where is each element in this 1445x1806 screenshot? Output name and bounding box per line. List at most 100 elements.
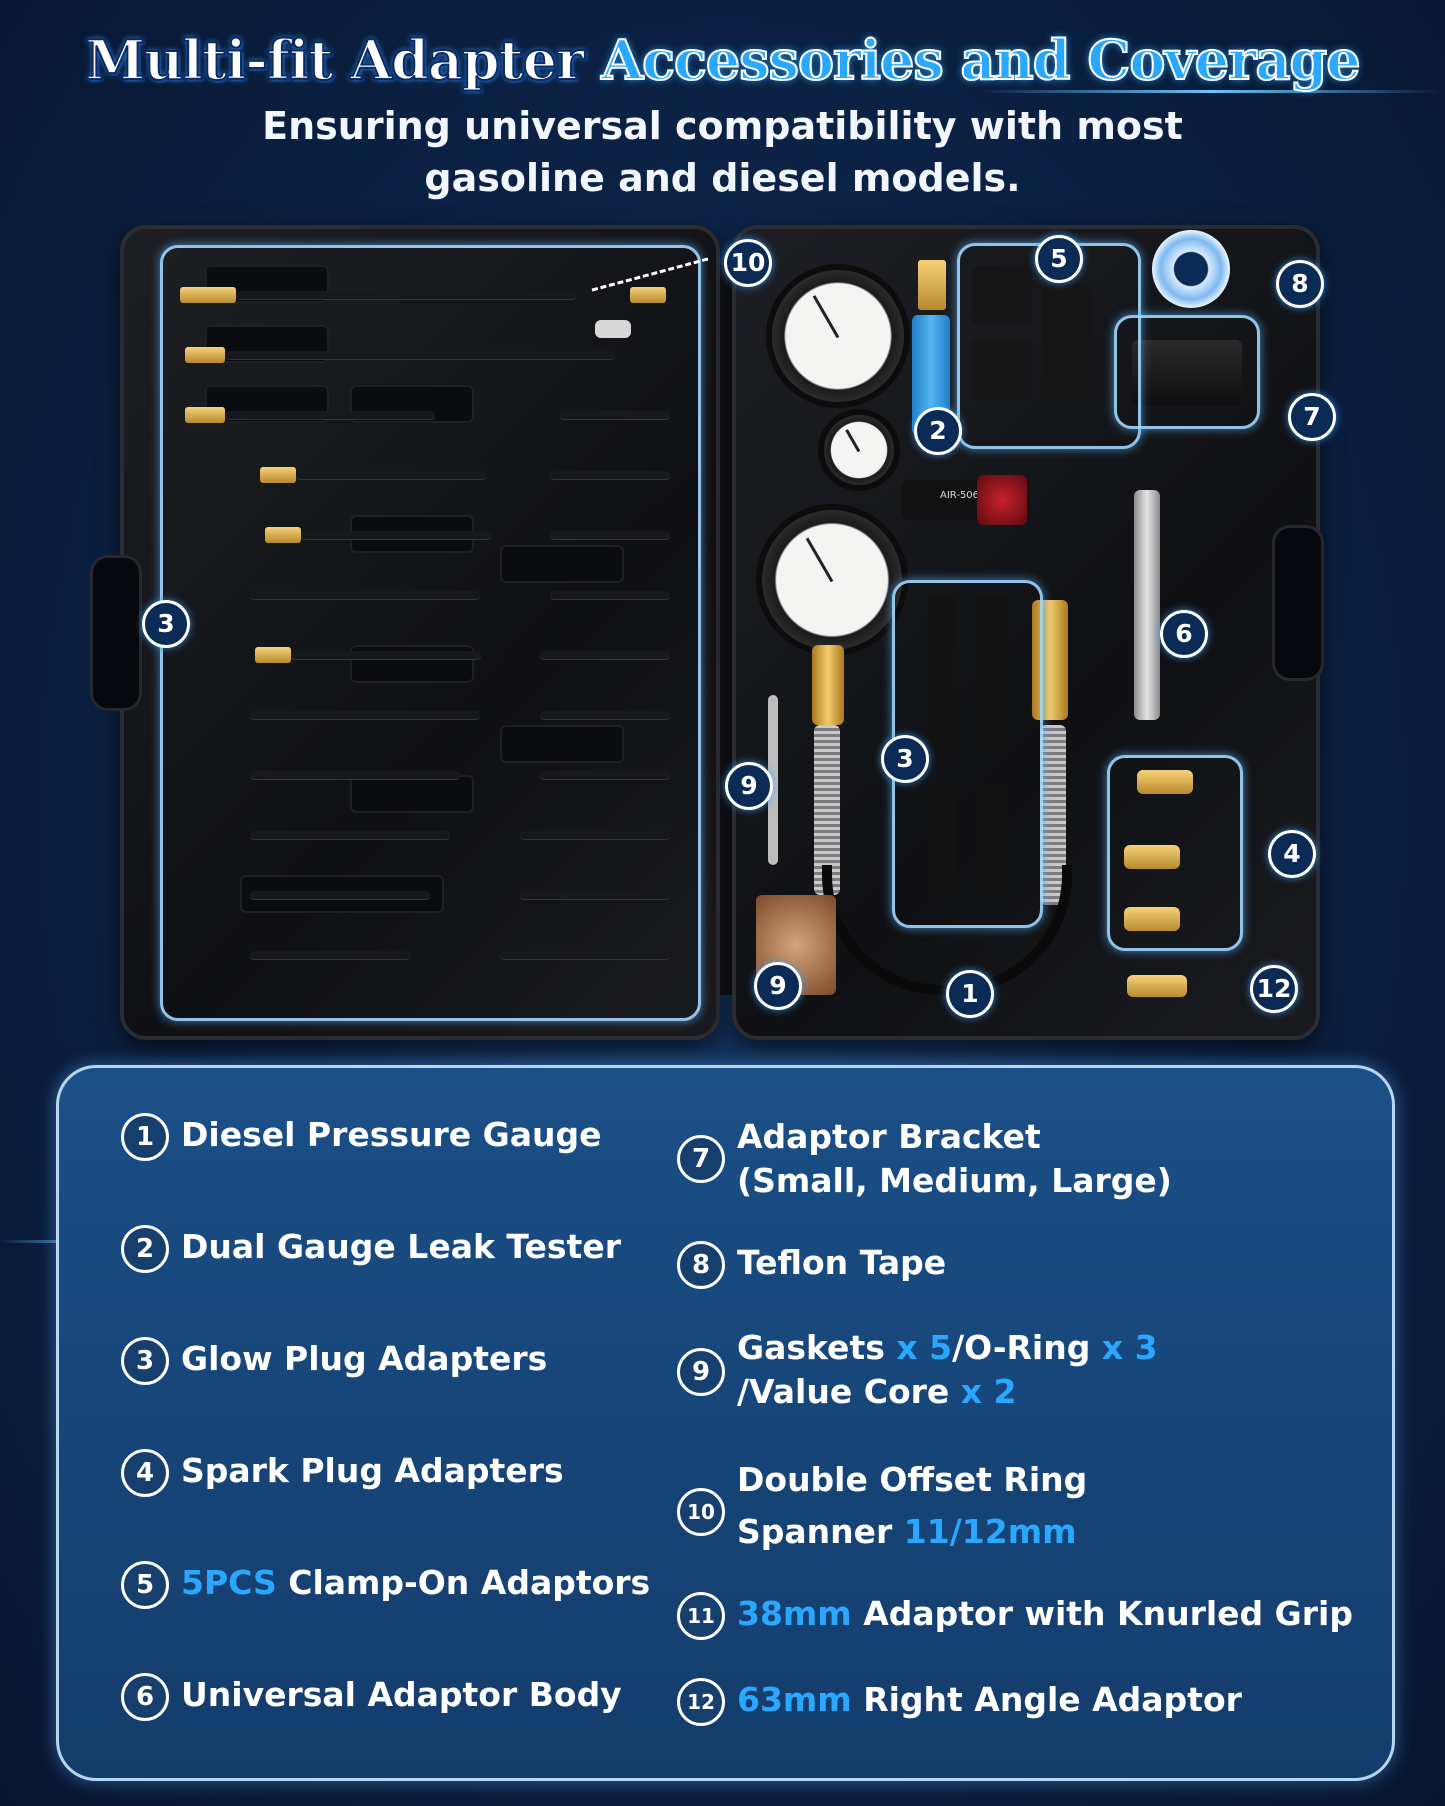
brass-connector xyxy=(1032,600,1068,720)
glow-plug-adapter xyxy=(927,785,957,895)
pressure-gauge-small xyxy=(824,415,894,485)
item-line-1: Adaptor Bracket xyxy=(737,1117,1041,1156)
callout-badge: 9 xyxy=(754,962,802,1010)
callout-badge: 3 xyxy=(142,600,190,648)
compression-gauge xyxy=(762,510,902,650)
case-left-half xyxy=(120,225,720,1040)
brass-fitting xyxy=(255,647,291,663)
item-text: Right Angle Adaptor xyxy=(851,1680,1242,1719)
brass-fitting xyxy=(185,347,225,363)
item-label: 5PCS Clamp-On Adaptors xyxy=(181,1561,650,1605)
item-label: Spark Plug Adapters xyxy=(181,1451,564,1490)
item-label: Dual Gauge Leak Tester xyxy=(181,1227,621,1266)
extension-rod xyxy=(550,591,670,599)
callout-badge: 6 xyxy=(1160,610,1208,658)
spark-plug-adapter xyxy=(1137,770,1193,794)
highlight-frame-glow-plug-rods xyxy=(160,245,701,1021)
title-part-1: Multi-fit Adapter xyxy=(84,27,585,93)
item-highlight: 11/12mm xyxy=(903,1512,1077,1551)
item-number: 6 xyxy=(121,1673,169,1721)
subtitle: Ensuring universal compatibility with mo… xyxy=(0,100,1445,204)
accessories-list-panel: 1 Diesel Pressure Gauge 2 Dual Gauge Lea… xyxy=(56,1065,1395,1781)
callout-badge: 1 xyxy=(946,970,994,1018)
callout-badge: 3 xyxy=(881,735,929,783)
brass-fitting xyxy=(265,527,301,543)
callout-badge: 7 xyxy=(1288,393,1336,441)
item-highlight: x 2 xyxy=(960,1372,1017,1411)
extension-rod xyxy=(250,951,410,959)
extension-rod xyxy=(540,651,670,659)
brass-fitting xyxy=(260,467,296,483)
item-highlight: 5PCS xyxy=(181,1563,277,1602)
regulator-label: AIR-5060 xyxy=(940,490,986,501)
pressure-gauge-large xyxy=(772,270,904,402)
callout-badge: 4 xyxy=(1268,830,1316,878)
clamp-on-adaptor xyxy=(1042,285,1092,395)
adaptor-brackets xyxy=(1132,340,1242,405)
brass-coupler xyxy=(918,260,946,310)
item-number: 4 xyxy=(121,1449,169,1497)
extension-rod xyxy=(296,471,486,479)
glow-plug-adapter xyxy=(977,595,1007,745)
extension-rod xyxy=(301,531,491,539)
item-text: Gaskets xyxy=(737,1328,897,1367)
extension-rod xyxy=(560,411,670,419)
product-case-illustration: AIR-5060 10 5 8 2 7 3 6 xyxy=(90,225,1336,1040)
item-label: Gaskets x 5/O-Ring x 3 /Value Core x 2 xyxy=(737,1326,1158,1414)
item-label: Teflon Tape xyxy=(737,1243,947,1282)
item-number: 7 xyxy=(677,1135,725,1183)
extension-rod xyxy=(520,831,670,839)
brass-fitting xyxy=(185,407,225,423)
right-angle-adaptor xyxy=(1127,975,1187,997)
slot xyxy=(500,545,624,583)
item-line-1: Gaskets x 5/O-Ring x 3 xyxy=(737,1326,1158,1370)
callout-badge: 5 xyxy=(1035,235,1083,283)
item-line-1: Double Offset Ring xyxy=(737,1460,1088,1499)
extension-rod xyxy=(225,411,435,419)
ring-spanner xyxy=(768,695,778,865)
clamp-on-adaptor xyxy=(972,265,1032,325)
extension-rod xyxy=(236,291,576,299)
item-number: 10 xyxy=(677,1488,725,1536)
item-highlight: 63mm xyxy=(737,1680,852,1719)
extension-rod xyxy=(250,891,430,899)
item-text: Adaptor with Knurled Grip xyxy=(851,1594,1353,1633)
item-label: Diesel Pressure Gauge xyxy=(181,1115,602,1154)
item-highlight: x 5 xyxy=(896,1328,953,1367)
extension-rod xyxy=(550,531,670,539)
item-highlight: x 3 xyxy=(1101,1328,1158,1367)
highlight-frame-spark-plugs xyxy=(1107,755,1243,951)
glow-plug-adapter xyxy=(927,595,957,755)
item-number: 11 xyxy=(677,1592,725,1640)
glow-plug-adapter xyxy=(977,785,1007,895)
item-line-2: (Small, Medium, Large) xyxy=(737,1161,1172,1200)
item-number: 12 xyxy=(677,1678,725,1726)
item-line-2: Spanner 11/12mm xyxy=(737,1510,1087,1554)
knurled-adaptor xyxy=(595,320,631,338)
slot xyxy=(500,725,624,763)
teflon-tape xyxy=(1152,230,1230,308)
page-title: Multi-fit Adapter Accessories and Covera… xyxy=(0,27,1445,93)
extension-rod xyxy=(250,831,450,839)
item-number: 9 xyxy=(677,1348,725,1396)
regulator-knob xyxy=(977,475,1027,525)
item-number: 3 xyxy=(121,1337,169,1385)
item-label: Glow Plug Adapters xyxy=(181,1339,548,1378)
extension-rod xyxy=(225,351,615,359)
callout-badge: 2 xyxy=(914,407,962,455)
extension-rod xyxy=(520,891,670,899)
item-text: /Value Core xyxy=(737,1372,961,1411)
subtitle-line-1: Ensuring universal compatibility with mo… xyxy=(262,104,1183,148)
title-part-2: Accessories and Coverage xyxy=(600,27,1361,93)
callout-badge: 8 xyxy=(1276,260,1324,308)
item-text: Spanner xyxy=(737,1512,904,1551)
item-label: 38mm Adaptor with Knurled Grip xyxy=(737,1592,1353,1636)
item-number: 1 xyxy=(121,1113,169,1161)
extension-rod xyxy=(550,471,670,479)
item-label: Double Offset Ring Spanner 11/12mm xyxy=(737,1458,1087,1554)
extension-rod xyxy=(250,591,480,599)
slot xyxy=(350,775,474,813)
subtitle-line-2: gasoline and diesel models. xyxy=(424,156,1021,200)
case-right-half: AIR-5060 xyxy=(732,225,1324,1040)
item-text: Clamp-On Adaptors xyxy=(276,1563,651,1602)
